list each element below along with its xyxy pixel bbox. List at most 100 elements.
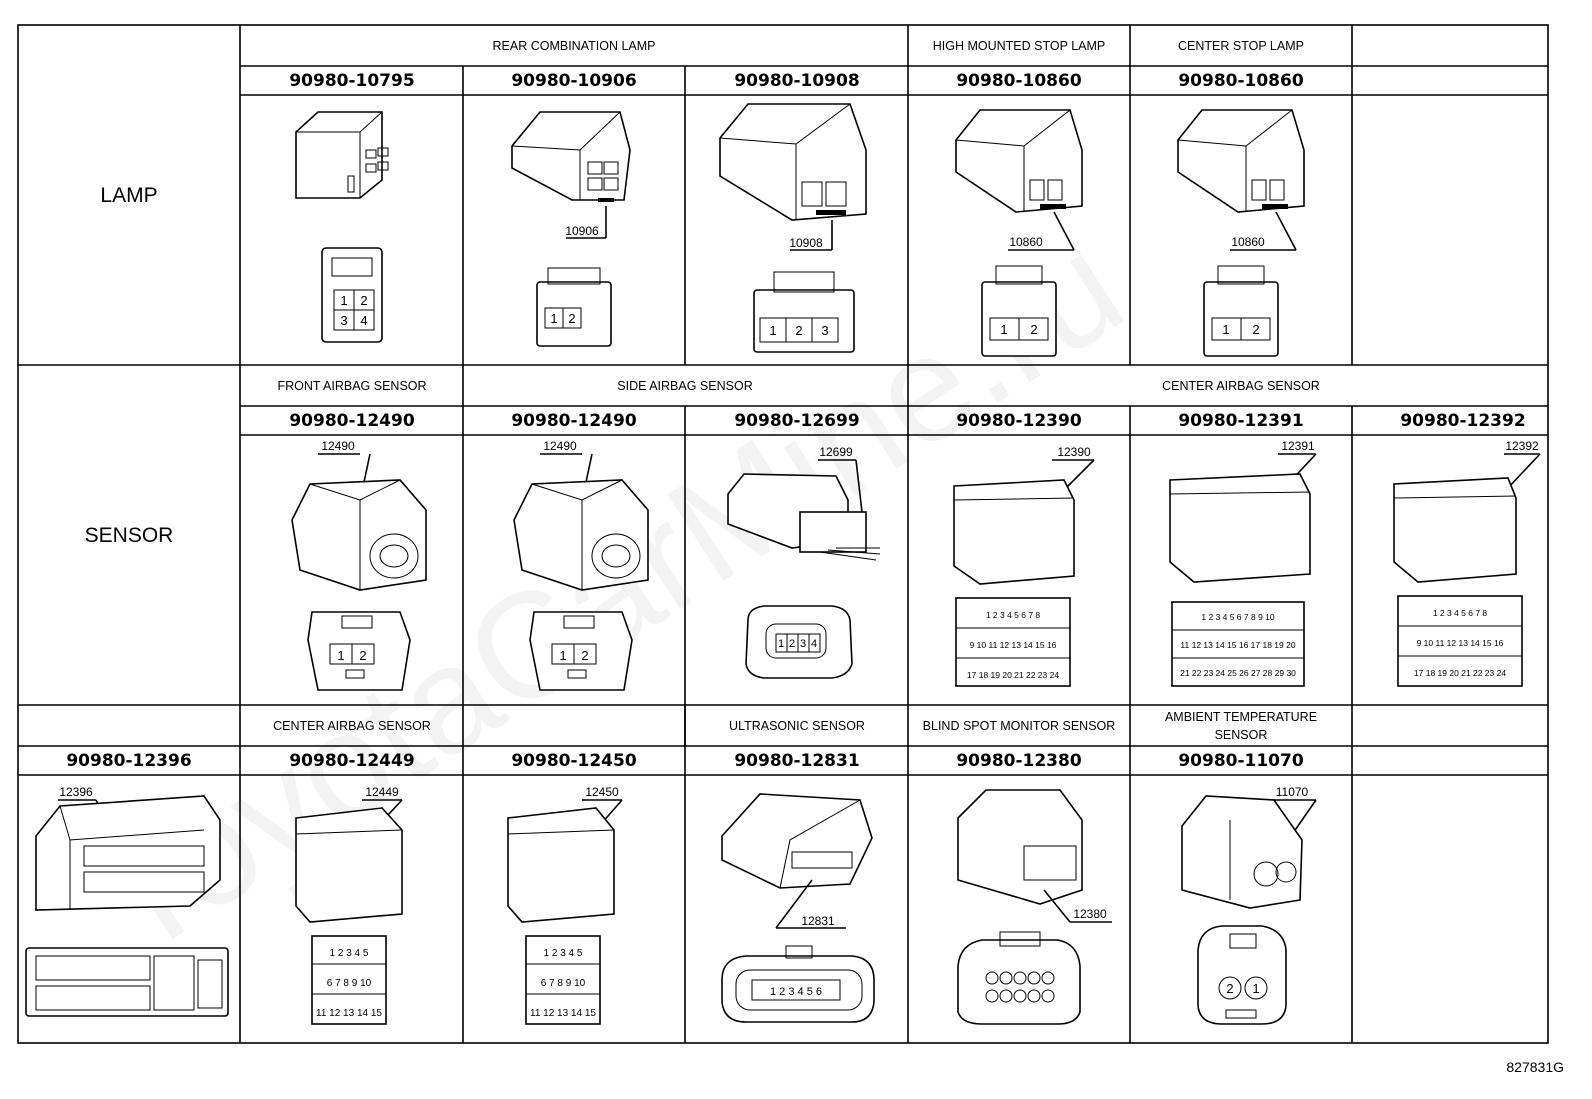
group-header: SIDE AIRBAG SENSOR: [617, 379, 752, 393]
svg-text:1: 1: [550, 311, 557, 326]
part-number: 90980-12396: [66, 751, 191, 771]
svg-text:1 2 3 4 5 6 7 8: 1 2 3 4 5 6 7 8: [1433, 608, 1488, 618]
connector-code: 10908: [789, 236, 823, 250]
svg-text:9 10 11 12 13 14 15 16: 9 10 11 12 13 14 15 16: [970, 640, 1057, 650]
svg-text:4: 4: [360, 313, 367, 328]
part-number: 90980-10860: [1178, 71, 1304, 91]
connector-10795-drawing: 1 2 3 4: [295, 111, 389, 343]
part-number: 90980-10906: [511, 71, 636, 91]
svg-text:1 2 3 4 5 6 7 8 9 10: 1 2 3 4 5 6 7 8 9 10: [1201, 612, 1275, 622]
svg-text:4: 4: [811, 638, 817, 650]
part-number: 90980-10908: [734, 71, 859, 91]
svg-text:1: 1: [778, 638, 784, 650]
svg-text:3: 3: [340, 313, 347, 328]
group-header: REAR COMBINATION LAMP: [493, 39, 656, 53]
connector-code: 12391: [1281, 439, 1315, 453]
svg-text:3: 3: [821, 323, 828, 338]
connector-12380-drawing: 12380: [957, 789, 1112, 1025]
group-header: ULTRASONIC SENSOR: [729, 719, 865, 733]
svg-text:17 18 19 20 21 22 23 24: 17 18 19 20 21 22 23 24: [967, 670, 1059, 680]
svg-text:2: 2: [568, 311, 575, 326]
svg-text:1 2 3 4 5: 1 2 3 4 5: [330, 948, 369, 959]
table-grid: [17, 24, 1549, 1044]
part-number: 90980-10795: [289, 71, 414, 91]
svg-text:2: 2: [1226, 981, 1233, 996]
group-header: SENSOR: [1215, 728, 1268, 742]
svg-text:1: 1: [769, 323, 776, 338]
part-number: 90980-12380: [956, 751, 1082, 771]
group-header: FRONT AIRBAG SENSOR: [277, 379, 426, 393]
part-number: 90980-12449: [289, 751, 414, 771]
svg-text:21 22 23 24 25 26 27 28 29 30: 21 22 23 24 25 26 27 28 29 30: [1180, 668, 1296, 678]
connector-code: 12831: [801, 914, 835, 928]
connector-10908-drawing: 10908 1 2 3: [719, 103, 867, 353]
part-number: 90980-12490: [289, 411, 415, 431]
connector-10860-drawing: 10860 1 2: [955, 109, 1083, 357]
connector-12450-drawing: 12450 1 2 3 4 5 6 7 8 9 10 11 12 13 14 1…: [507, 785, 623, 1025]
group-header: CENTER AIRBAG SENSOR: [273, 719, 431, 733]
svg-text:2: 2: [1030, 322, 1037, 337]
connector-12699-drawing: 12699 1 2 3 4: [727, 445, 881, 679]
connector-12490-drawing: 12490 1 2: [291, 439, 427, 691]
svg-text:1 2 3 4 5 6: 1 2 3 4 5 6: [770, 986, 822, 998]
group-header: AMBIENT TEMPERATURE: [1165, 710, 1317, 724]
connector-10906-drawing: 10906 1 2: [511, 111, 631, 347]
connector-11070-drawing: 11070 2 1: [1181, 785, 1317, 1025]
group-header: CENTER AIRBAG SENSOR: [1162, 379, 1320, 393]
svg-text:2: 2: [360, 293, 367, 308]
connector-code: 12390: [1057, 445, 1091, 459]
svg-text:2: 2: [1252, 322, 1259, 337]
figure-id: 827831G: [1506, 1059, 1564, 1075]
part-number: 90980-12490: [511, 411, 637, 431]
svg-text:1: 1: [1252, 981, 1259, 996]
part-number: 90980-10860: [956, 71, 1082, 91]
svg-text:9 10 11 12 13 14 15 16: 9 10 11 12 13 14 15 16: [1417, 638, 1504, 648]
group-header: HIGH MOUNTED STOP LAMP: [933, 39, 1105, 53]
connector-code: 12392: [1505, 439, 1539, 453]
connector-10860-drawing: 10860 1 2: [1177, 109, 1305, 357]
svg-text:11 12 13 14 15 16 17 18 19 20: 11 12 13 14 15 16 17 18 19 20: [1180, 640, 1295, 650]
svg-text:2: 2: [795, 323, 802, 338]
connector-code: 10906: [565, 224, 599, 238]
connector-code: 12699: [819, 445, 853, 459]
svg-text:1 2 3 4 5 6 7 8: 1 2 3 4 5 6 7 8: [986, 610, 1041, 620]
connector-code: 10860: [1231, 235, 1265, 249]
connector-code: 11070: [1276, 785, 1309, 799]
connector-code: 12449: [365, 785, 399, 799]
svg-text:3: 3: [800, 638, 806, 650]
svg-text:1: 1: [340, 293, 347, 308]
connector-12490-drawing: 12490 1 2: [513, 439, 649, 691]
connector-12391-drawing: 12391 1 2 3 4 5 6 7 8 9 10 11 12 13 14 1…: [1169, 439, 1317, 687]
part-number: 90980-12392: [1400, 411, 1525, 431]
part-number: 90980-12450: [511, 751, 637, 771]
connector-code: 10860: [1009, 235, 1043, 249]
svg-text:2: 2: [581, 648, 588, 663]
connector-12392-drawing: 12392 1 2 3 4 5 6 7 8 9 10 11 12 13 14 1…: [1393, 439, 1541, 687]
connector-code: 12490: [321, 439, 355, 453]
svg-text:11 12 13 14 15: 11 12 13 14 15: [316, 1008, 382, 1019]
svg-text:6 7 8 9 10: 6 7 8 9 10: [327, 978, 372, 989]
connector-12396-drawing: 12396: [25, 785, 229, 1017]
row-category-sensor: SENSOR: [85, 524, 174, 547]
connector-code: 12450: [585, 785, 619, 799]
svg-text:1 2 3 4 5: 1 2 3 4 5: [544, 948, 583, 959]
group-header: BLIND SPOT MONITOR SENSOR: [923, 719, 1116, 733]
svg-text:2: 2: [359, 648, 366, 663]
connector-code: 12380: [1073, 907, 1107, 921]
part-number: 90980-12390: [956, 411, 1082, 431]
connector-12390-drawing: 12390 1 2 3 4 5 6 7 8 9 10 11 12 13 14 1…: [953, 445, 1095, 687]
connector-12831-drawing: 12831 1 2 3 4 5 6: [721, 793, 875, 1023]
part-number: 90980-12699: [734, 411, 859, 431]
part-number: 90980-12831: [734, 751, 859, 771]
connector-code: 12396: [59, 785, 93, 799]
svg-text:2: 2: [789, 638, 795, 650]
svg-text:17 18 19 20 21 22 23 24: 17 18 19 20 21 22 23 24: [1414, 668, 1506, 678]
row-category-lamp: LAMP: [100, 184, 157, 207]
connector-code: 12490: [543, 439, 577, 453]
connector-12449-drawing: 12449 1 2 3 4 5 6 7 8 9 10 11 12 13 14 1…: [295, 785, 403, 1025]
svg-text:1: 1: [337, 648, 344, 663]
svg-text:11 12 13 14 15: 11 12 13 14 15: [530, 1008, 596, 1019]
svg-text:1: 1: [559, 648, 566, 663]
part-number: 90980-12391: [1178, 411, 1303, 431]
